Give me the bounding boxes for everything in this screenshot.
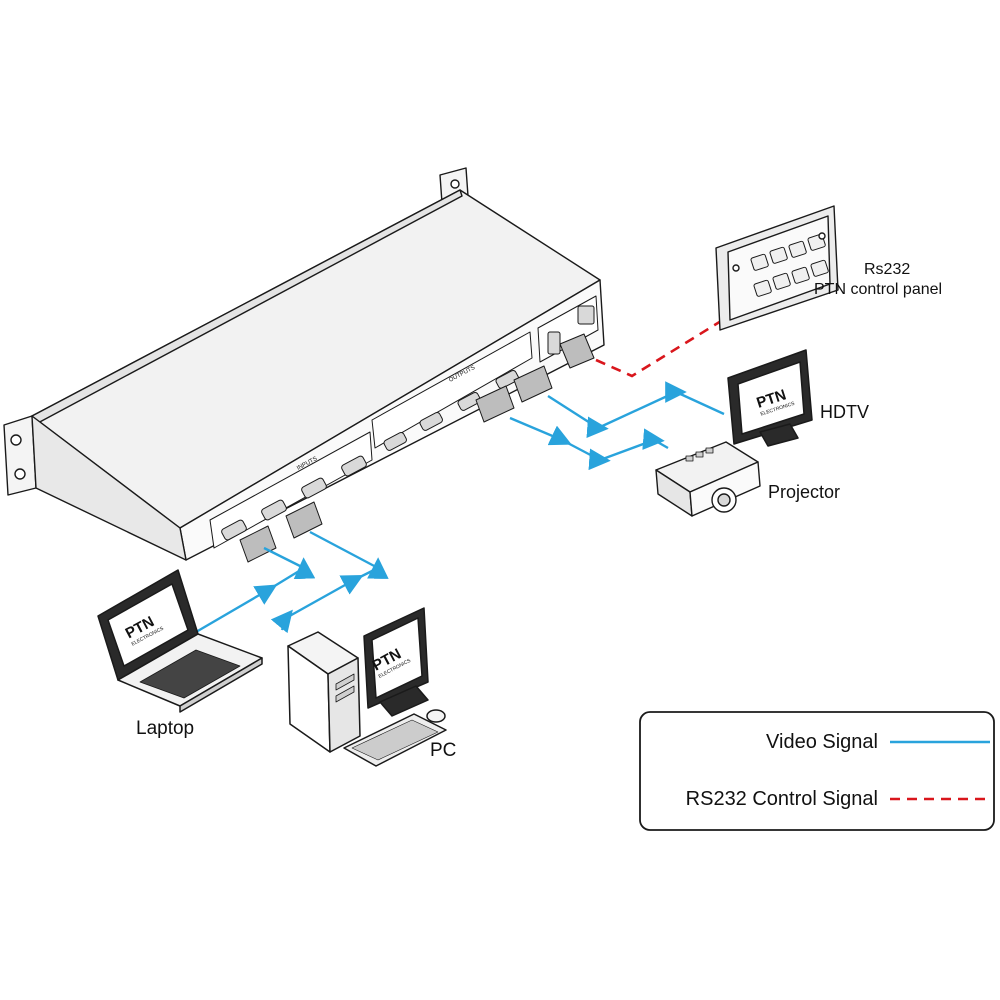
cable-pc (270, 530, 389, 634)
control-panel-label-line1: Rs232 (864, 261, 910, 278)
video-cables (195, 381, 725, 634)
cable-hdtv (547, 381, 725, 439)
hdtv-label: HDTV (820, 402, 869, 422)
legend: Video Signal RS232 Control Signal (639, 711, 995, 831)
control-panel-label-line2: PTN control panel (814, 281, 942, 298)
matrix-switcher: INPUTS OUTPUTS (3, 167, 605, 563)
projector (655, 441, 761, 517)
hdtv (727, 349, 813, 447)
cable-projector (509, 416, 669, 471)
pc (287, 607, 447, 767)
laptop (97, 569, 263, 713)
legend-video-label: Video Signal (766, 731, 878, 753)
laptop-label: Laptop (136, 718, 194, 739)
projector-label: Projector (768, 482, 840, 502)
legend-rs232-label: RS232 Control Signal (686, 788, 878, 810)
control-panel (715, 205, 839, 331)
cable-rs232 (595, 316, 727, 378)
pc-label: PC (430, 740, 456, 761)
